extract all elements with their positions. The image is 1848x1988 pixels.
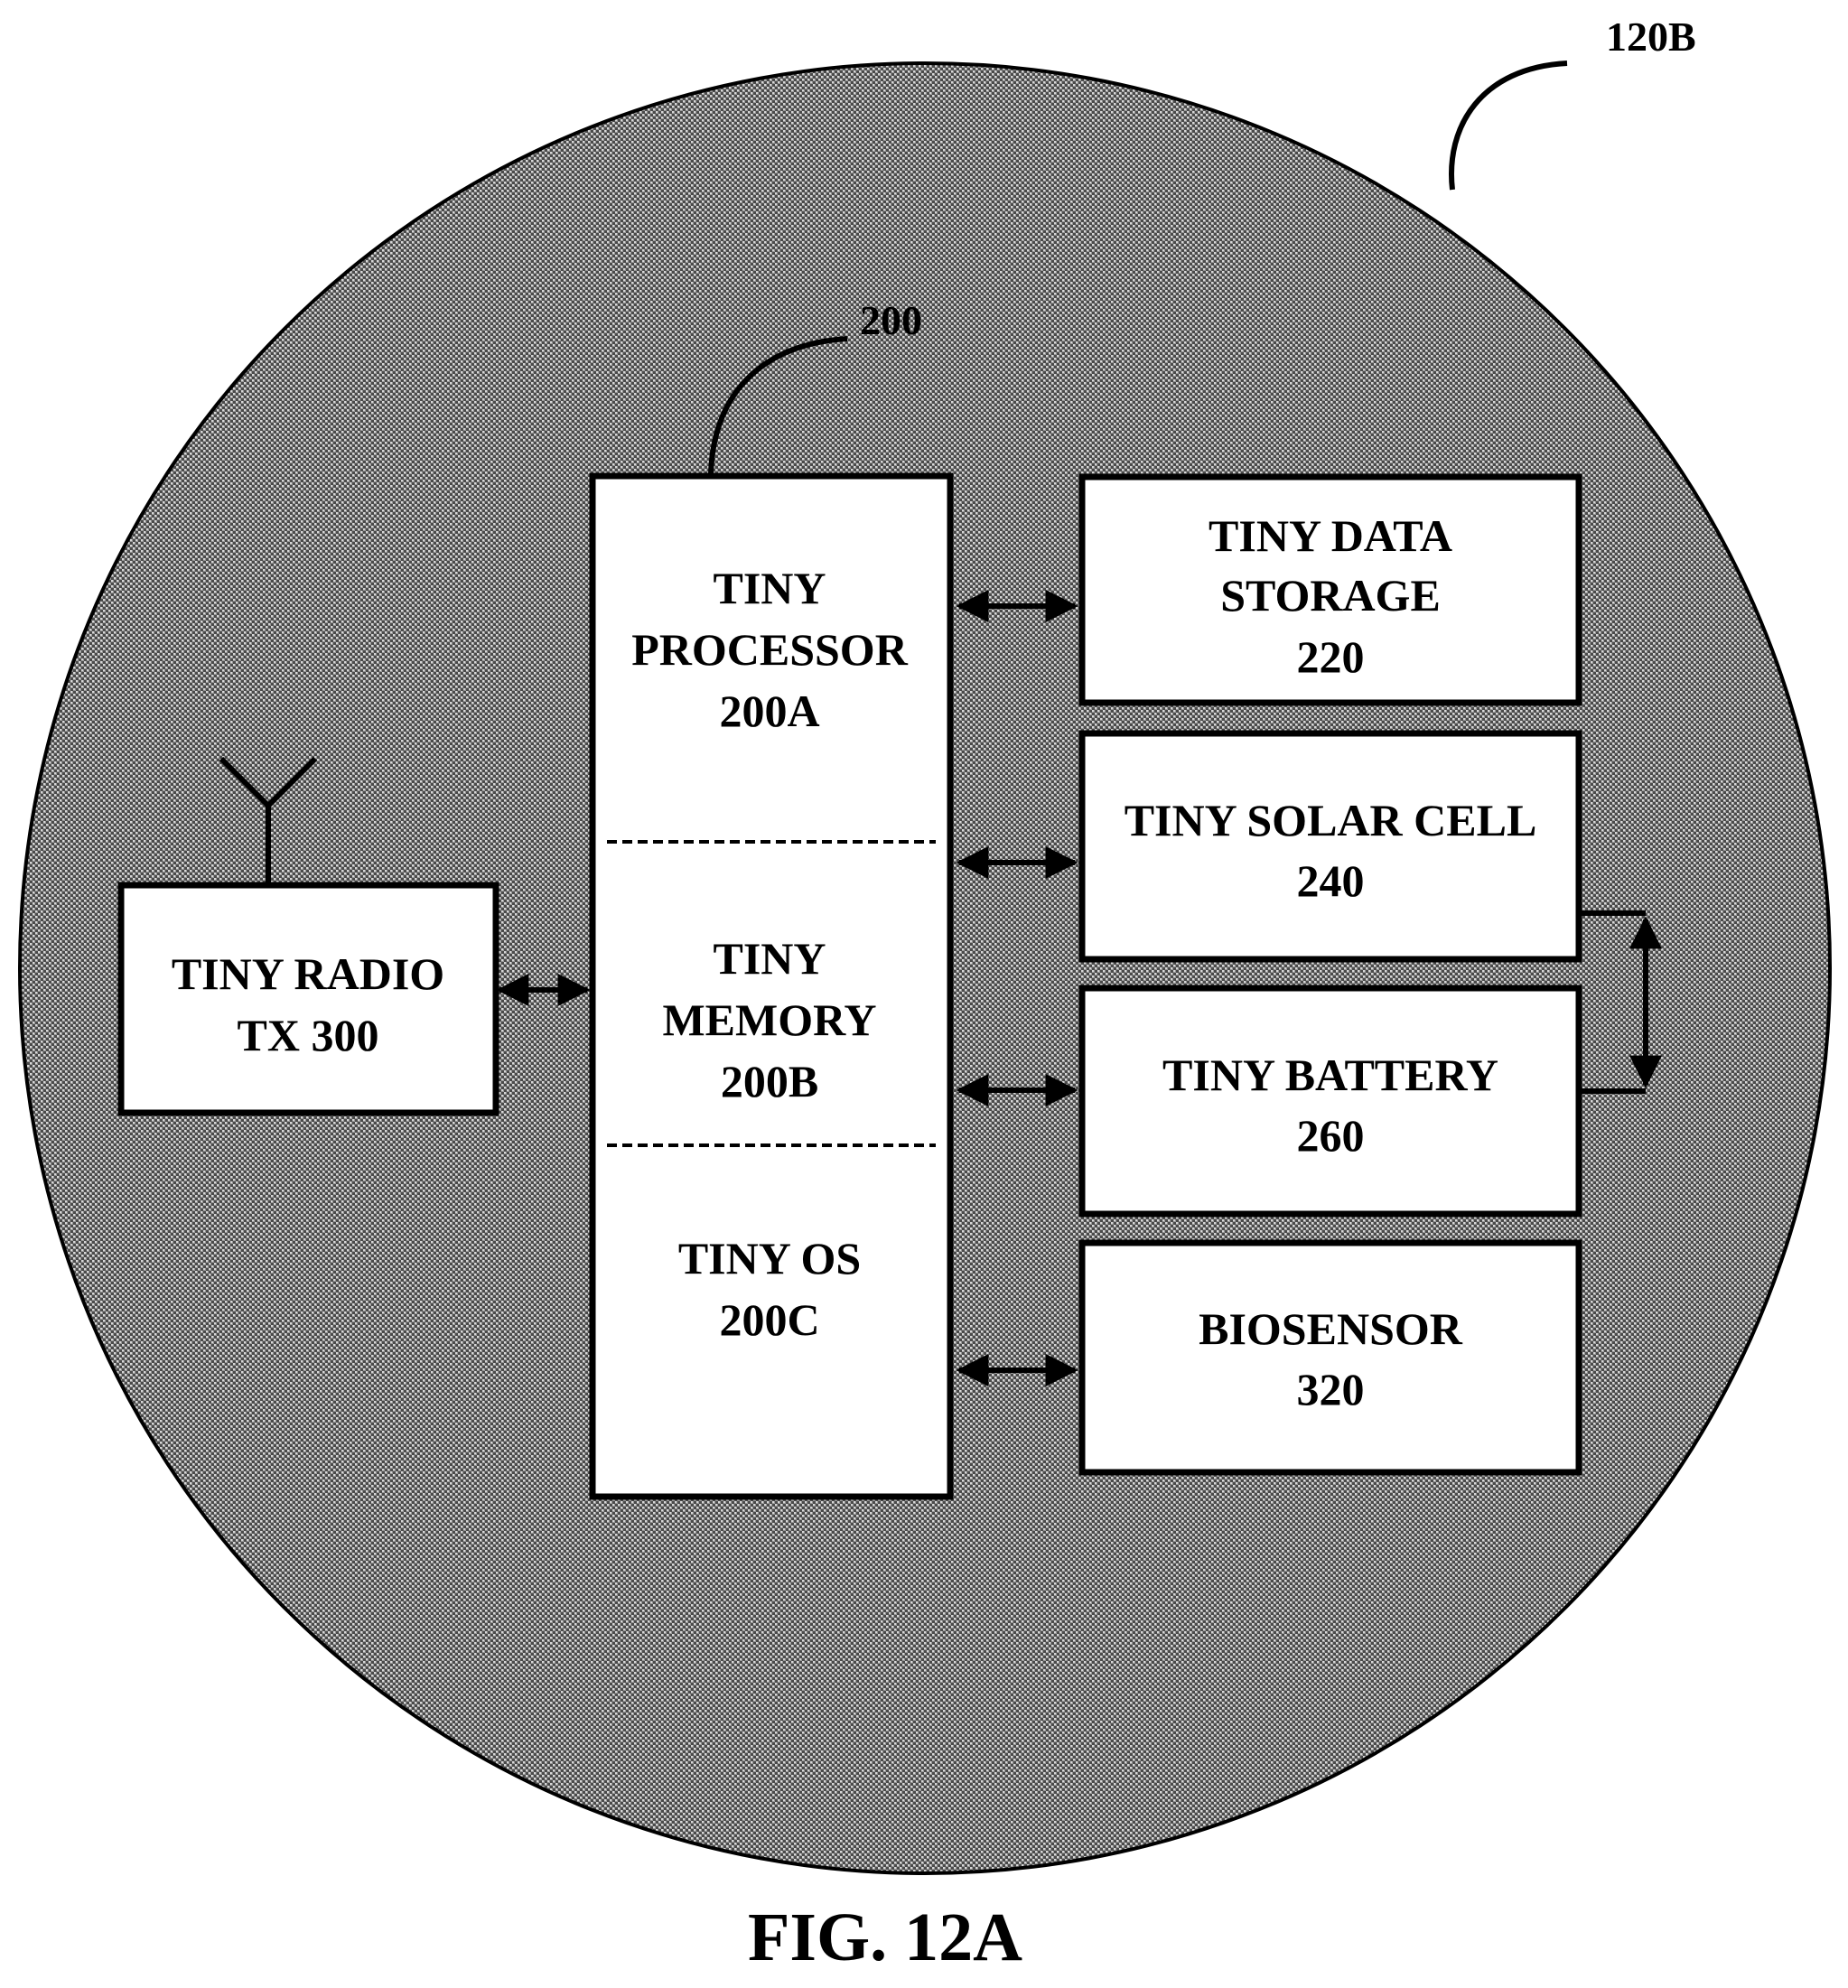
- biosensor-box: [1082, 1243, 1579, 1472]
- solar-line1: TINY SOLAR CELL: [1125, 795, 1537, 845]
- battery-line2: 260: [1297, 1110, 1365, 1161]
- biosensor-block: BIOSENSOR 320: [1082, 1243, 1579, 1472]
- module-200: TINY PROCESSOR 200A TINY MEMORY 200B TIN…: [593, 476, 950, 1497]
- radio-label-line2: TX 300: [238, 1010, 379, 1060]
- battery-block: TINY BATTERY 260: [1082, 988, 1579, 1214]
- os-line1: TINY OS: [678, 1233, 861, 1283]
- battery-box: [1082, 988, 1579, 1214]
- processor-line2: PROCESSOR: [631, 624, 909, 675]
- memory-line3: 200B: [721, 1056, 818, 1106]
- storage-block: TINY DATA STORAGE 220: [1082, 477, 1579, 703]
- module-ref-label: 200: [860, 297, 922, 343]
- storage-line2: STORAGE: [1220, 570, 1441, 621]
- biosensor-line1: BIOSENSOR: [1199, 1303, 1463, 1354]
- os-line2: 200C: [719, 1294, 819, 1345]
- device-ref-label: 120B: [1606, 14, 1696, 60]
- biosensor-line2: 320: [1297, 1364, 1365, 1414]
- storage-line3: 220: [1297, 631, 1365, 682]
- battery-line1: TINY BATTERY: [1162, 1050, 1498, 1100]
- radio-label-line1: TINY RADIO: [172, 948, 444, 999]
- processor-line3: 200A: [719, 686, 819, 736]
- memory-line1: TINY: [713, 933, 826, 984]
- solar-box: [1082, 733, 1579, 959]
- solar-block: TINY SOLAR CELL 240: [1082, 733, 1579, 959]
- figure-caption: FIG. 12A: [748, 1899, 1022, 1975]
- processor-line1: TINY: [713, 563, 826, 613]
- storage-line1: TINY DATA: [1209, 510, 1452, 561]
- solar-line2: 240: [1297, 855, 1365, 906]
- radio-box: [121, 885, 496, 1113]
- device-ref-leader: [1451, 63, 1567, 190]
- memory-line2: MEMORY: [662, 994, 876, 1045]
